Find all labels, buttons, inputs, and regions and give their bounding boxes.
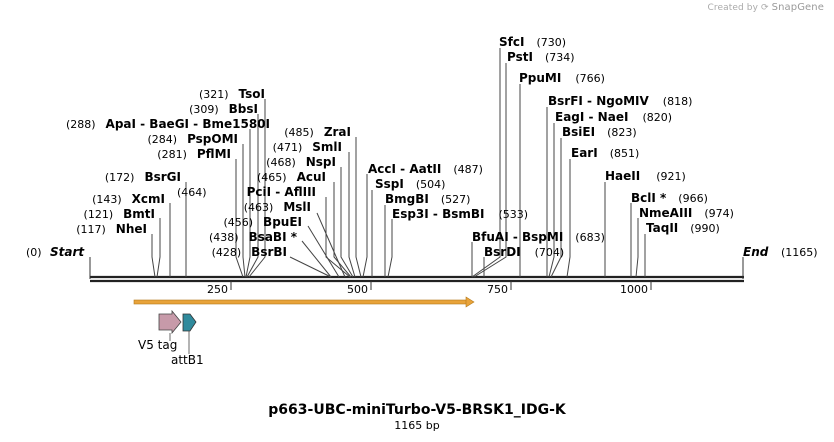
leader-zrai xyxy=(355,137,362,278)
site-bcli[interactable]: BclI *(966) xyxy=(631,191,708,205)
leader-bsiei xyxy=(550,138,562,278)
end-label: End xyxy=(743,245,769,259)
leader-eari xyxy=(566,159,571,278)
site-haeii[interactable]: HaeII(921) xyxy=(605,169,686,183)
site-bsrdi[interactable]: BsrDI(704) xyxy=(484,245,564,259)
site-bsabi[interactable]: (438)BsaBI * xyxy=(209,230,298,244)
leader-apai xyxy=(245,129,251,278)
leader-acci xyxy=(362,174,368,278)
leader-sfci xyxy=(471,48,501,278)
leader-msli xyxy=(316,212,346,278)
leader-nmeaiii xyxy=(635,218,639,278)
site-leader-lines xyxy=(151,48,646,278)
ruler-label-250: 250 xyxy=(207,283,228,296)
site-bmti[interactable]: (121)BmtI xyxy=(84,207,155,221)
site-eagi-naei[interactable]: EagI - NaeI(820) xyxy=(555,110,672,124)
feature-label-attb1: attB1 xyxy=(171,353,204,367)
created-by-credit: Created by ⟳ SnapGene xyxy=(708,2,824,13)
site-bbsi[interactable]: (309)BbsI xyxy=(189,102,258,116)
site-pspomi[interactable]: (284)PspOMI xyxy=(147,132,238,146)
site-acci-aatii[interactable]: AccI - AatII(487) xyxy=(368,162,483,176)
snapgene-logo-icon: ⟳ xyxy=(761,3,769,13)
site-ppumi[interactable]: PpuMI(766) xyxy=(519,71,605,85)
site-pcii-afliii[interactable]: (464)PciI - AflIII xyxy=(177,185,316,199)
feature-v5-tag[interactable] xyxy=(158,309,182,341)
leader-esp3i xyxy=(387,219,393,278)
sequence-length: 1165 bp xyxy=(394,419,440,432)
end-position: (1165) xyxy=(781,246,818,259)
site-zrai[interactable]: (485)ZraI xyxy=(284,125,351,139)
feature-label-v5-tag: V5 tag xyxy=(138,338,177,352)
sequence-title: p663-UBC-miniTurbo-V5-BRSK1_IDG-K xyxy=(268,402,566,418)
leader-bbsi xyxy=(246,114,259,278)
leader-smli xyxy=(348,152,356,278)
leader-pflmi xyxy=(235,159,244,278)
site-nspi[interactable]: (468)NspI xyxy=(266,155,336,169)
site-bpuei[interactable]: (456)BpuEI xyxy=(223,215,302,229)
start-position: (0) xyxy=(26,246,42,259)
orf-arrow[interactable] xyxy=(133,296,475,308)
site-apai-baegi-bme1580i[interactable]: (288)ApaI - BaeGI - Bme1580I xyxy=(66,117,270,131)
site-sfci[interactable]: SfcI(730) xyxy=(499,35,566,49)
leader-tsoi xyxy=(248,99,266,278)
site-smli[interactable]: (471)SmlI xyxy=(273,140,342,154)
leader-bsabi xyxy=(301,240,332,278)
start-label: Start xyxy=(50,245,85,259)
credit-brand: SnapGene xyxy=(771,2,824,13)
ruler: 250 500 750 1000 xyxy=(207,281,652,296)
leader-bsrbi xyxy=(289,256,332,278)
ruler-label-500: 500 xyxy=(347,283,368,296)
leader-nspi xyxy=(340,167,354,278)
site-bsrfi-ngomiv[interactable]: BsrFI - NgoMIV(818) xyxy=(548,94,692,108)
site-eari[interactable]: EarI(851) xyxy=(571,146,639,160)
sequence-map: 250 500 750 1000 (0) Start End (1165) xyxy=(26,35,818,367)
leader-psti xyxy=(473,63,507,278)
site-psti[interactable]: PstI(734) xyxy=(507,50,575,64)
site-tsoi[interactable]: (321)TsoI xyxy=(199,87,265,101)
leader-bpuei xyxy=(307,225,340,278)
site-nhei[interactable]: (117)NheI xyxy=(76,222,147,236)
site-bmgbi[interactable]: BmgBI(527) xyxy=(385,192,470,206)
feature-attb1[interactable] xyxy=(182,313,197,354)
ruler-label-750: 750 xyxy=(487,283,508,296)
site-taqii[interactable]: TaqII(990) xyxy=(646,221,720,235)
site-acui[interactable]: (465)AcuI xyxy=(257,170,326,184)
credit-prefix: Created by xyxy=(707,3,759,13)
leader-acui xyxy=(333,182,352,278)
site-bfuai-bspmi[interactable]: BfuAI - BspMI(683) xyxy=(472,230,605,244)
leader-nhei xyxy=(151,234,156,278)
leader-bmti xyxy=(156,218,161,278)
site-msli[interactable]: (463)MslI xyxy=(244,200,311,214)
site-bsiei[interactable]: BsiEI(823) xyxy=(562,125,637,139)
leader-pcii xyxy=(325,197,351,278)
site-pflmi[interactable]: (281)PflMI xyxy=(157,147,231,161)
ruler-label-1000: 1000 xyxy=(620,283,648,296)
site-esp3i-bsmbi[interactable]: Esp3I - BsmBI(533) xyxy=(392,207,528,221)
site-bsrgi[interactable]: (172)BsrGI xyxy=(105,170,181,184)
site-nmeaiii[interactable]: NmeAIII(974) xyxy=(639,206,734,220)
site-xcmi[interactable]: (143)XcmI xyxy=(92,192,165,206)
site-bsrbi[interactable]: (428)BsrBI xyxy=(212,245,287,259)
site-sspi[interactable]: SspI(504) xyxy=(375,177,445,191)
leader-pspomi xyxy=(242,144,246,278)
leader-eagi xyxy=(548,123,555,278)
